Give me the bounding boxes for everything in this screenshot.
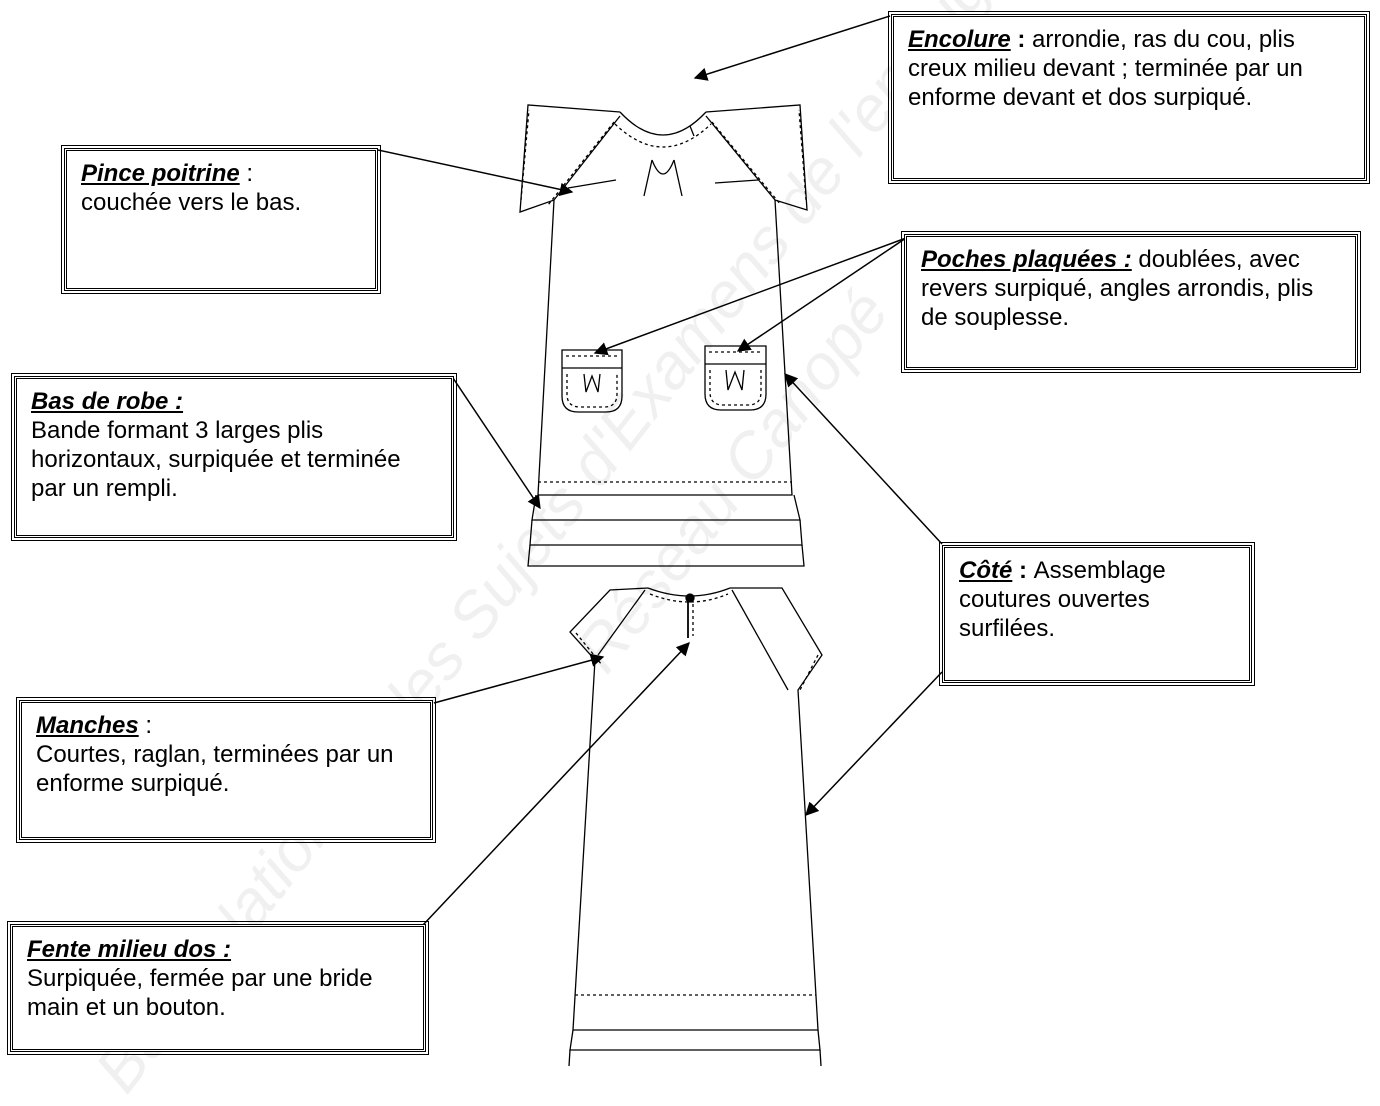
callout-pince-text: couchée vers le bas. [81,189,302,216]
leader-cote-1 [784,373,943,545]
callout-cote-sep: : [1012,557,1034,584]
bust-dart-left [567,179,617,189]
callout-manches: Manches :Courtes, raglan, terminées par … [16,697,436,843]
callout-cote-title: Côté [959,557,1013,584]
front-body-outline [519,104,808,496]
front-view [519,104,808,567]
callout-pince: Pince poitrine : couchée vers le bas. [61,145,381,294]
garment-drawing [377,15,943,1066]
front-neckline [619,111,707,136]
callout-encolure-text: arrondie, ras du cou, plis creux milieu … [908,26,1303,111]
callout-manches-sep: : [138,712,153,739]
leader-bas [452,377,541,510]
callout-fente: Fente milieu dos :Surpiquée, fermée par … [7,921,429,1055]
callout-encolure-title: Encolure [908,26,1011,53]
back-body-outline [569,587,823,1031]
callout-cote-text: Assemblage coutures ouvertes surfilées. [959,557,1166,642]
pocket-left [561,349,623,413]
leader-poches-2 [736,237,907,352]
back-view [568,587,823,1066]
leader-manches [433,653,605,704]
callout-poches-title: Poches plaquées : [921,246,1132,273]
callout-pince-title: Pince poitrine [81,160,240,187]
callout-poches: Poches plaquées : doublées, avec revers … [901,231,1361,373]
callout-fente-text: Surpiquée, fermée par une bride main et … [27,965,373,1021]
callout-poches-text: doublées, avec revers surpiqué, angles a… [921,246,1314,331]
hem-pleat-3 [527,544,805,567]
callout-fente-title: Fente milieu dos : [27,936,232,963]
leader-encolure [693,15,891,81]
callout-pince-sep: : [239,160,254,187]
leader-lines [377,15,943,926]
callout-encolure-sep: : [1010,26,1033,53]
callout-manches-text: Courtes, raglan, terminées par un enform… [36,741,394,797]
callout-encolure: Encolure : arrondie, ras du cou, plis cr… [888,11,1370,184]
pocket-right [704,345,767,411]
callout-bas-title: Bas de robe : [31,388,184,415]
callout-bas: Bas de robe :Bande formant 3 larges plis… [11,373,457,541]
back-button [685,593,695,603]
hem-pleat-2 [529,519,803,546]
callout-cote: Côté : Assemblage coutures ouvertes surf… [939,542,1255,686]
leader-fente [422,642,690,926]
bust-dart-right [714,179,759,184]
leader-pince [377,149,574,197]
leader-cote-2 [805,671,943,816]
callout-bas-text: Bande formant 3 larges plis horizontaux,… [31,417,401,502]
leader-poches-1 [593,237,907,356]
callout-manches-title: Manches [36,712,139,739]
hem-pleat-1 [531,494,801,521]
